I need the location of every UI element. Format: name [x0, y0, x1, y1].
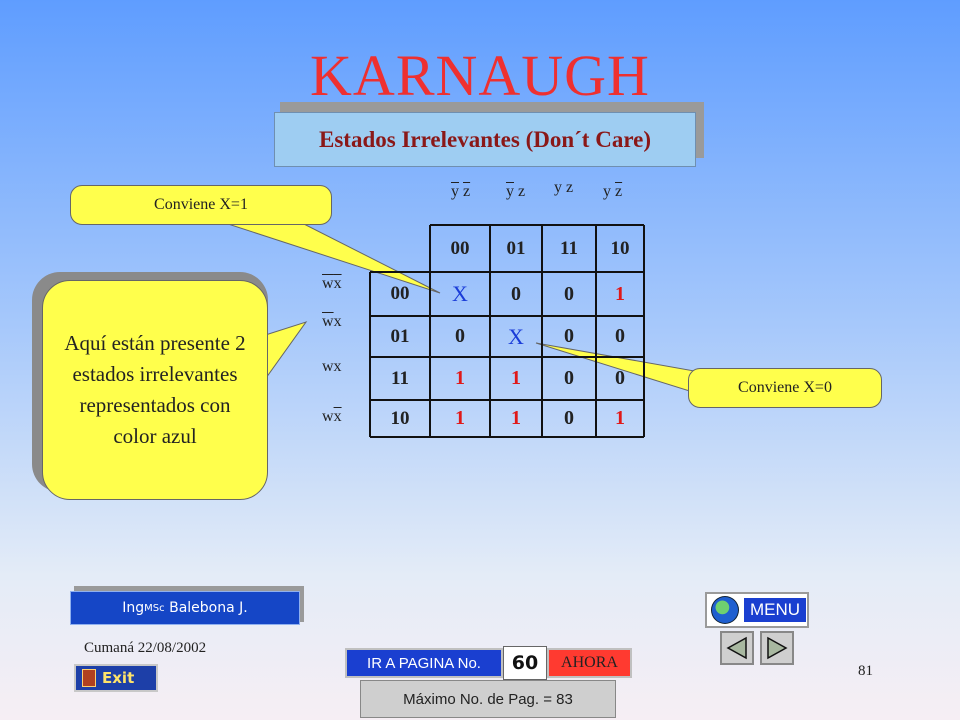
date-text: Cumaná 22/08/2002 [84, 640, 207, 656]
kmap-cell: 0 [564, 407, 574, 429]
kmap-cell-one: 1 [511, 367, 521, 389]
row-header-11: 11 [391, 367, 409, 389]
callout-x-equals-0: Conviene X=0 [688, 368, 882, 408]
col-header-00: 00 [450, 237, 470, 259]
slide-number: 81 [858, 663, 873, 679]
kmap-cell-one: 1 [511, 407, 521, 429]
explanation-bubble: Aquí están presente 2 estados irrelevant… [42, 280, 268, 500]
kmap-cell-dont-care: X [508, 323, 524, 349]
col-var-label-10: y z [603, 183, 623, 200]
page-title: KARNAUGH [310, 43, 650, 108]
col-var-label-00: y z [451, 183, 471, 200]
menu-button[interactable]: MENU [705, 592, 809, 628]
row-header-01: 01 [390, 325, 410, 347]
kmap-cell-one: 1 [455, 407, 465, 429]
door-icon [82, 669, 96, 687]
triangle-left-icon [726, 636, 747, 660]
row-var-label-00: wx [322, 275, 342, 292]
goto-page-input[interactable]: 60 [503, 646, 547, 680]
kmap-cell-dont-care: X [452, 281, 468, 306]
kmap-cell: 0 [511, 282, 521, 305]
kmap-cell-one: 1 [455, 367, 465, 389]
col-var-label-01: y z [506, 183, 526, 200]
col-header-01: 01 [506, 237, 526, 259]
row-var-label-10: wx [322, 408, 342, 425]
kmap-cell-one: 1 [615, 407, 625, 429]
kmap-cell: 0 [564, 282, 574, 305]
row-header-00: 00 [390, 283, 410, 304]
exit-button[interactable]: Exit [74, 664, 158, 692]
kmap-cell: 0 [564, 325, 574, 347]
kmap-cell-one: 1 [615, 282, 625, 305]
kmap-cell: 0 [564, 367, 574, 389]
author-degree: MSc [144, 602, 165, 614]
author-prefix: Ing [122, 600, 145, 616]
previous-page-button[interactable] [720, 631, 754, 665]
max-pages-label: Máximo No. de Pag. = 83 [360, 680, 616, 718]
row-var-label-11: wx [322, 358, 342, 375]
col-header-10: 10 [610, 237, 630, 259]
callout-x-equals-1: Conviene X=1 [70, 185, 332, 225]
col-var-label-11: y z [554, 179, 574, 196]
globe-icon [711, 596, 739, 624]
kmap-cell: 0 [615, 367, 625, 389]
row-var-label-01: wx [322, 313, 342, 330]
next-page-button[interactable] [760, 631, 794, 665]
goto-now-button[interactable]: AHORA [547, 648, 632, 678]
subtitle-box: Estados Irrelevantes (Don´t Care) [274, 112, 696, 167]
menu-label: MENU [742, 597, 807, 623]
kmap-cell: 0 [455, 325, 465, 347]
kmap-cell: 0 [615, 325, 625, 347]
exit-label: Exit [102, 669, 135, 687]
row-header-10: 10 [390, 407, 410, 429]
goto-page-label: IR A PAGINA No. [345, 648, 503, 678]
triangle-right-icon [767, 636, 788, 660]
col-header-11: 11 [560, 237, 578, 259]
author-name: Balebona J. [164, 600, 248, 616]
